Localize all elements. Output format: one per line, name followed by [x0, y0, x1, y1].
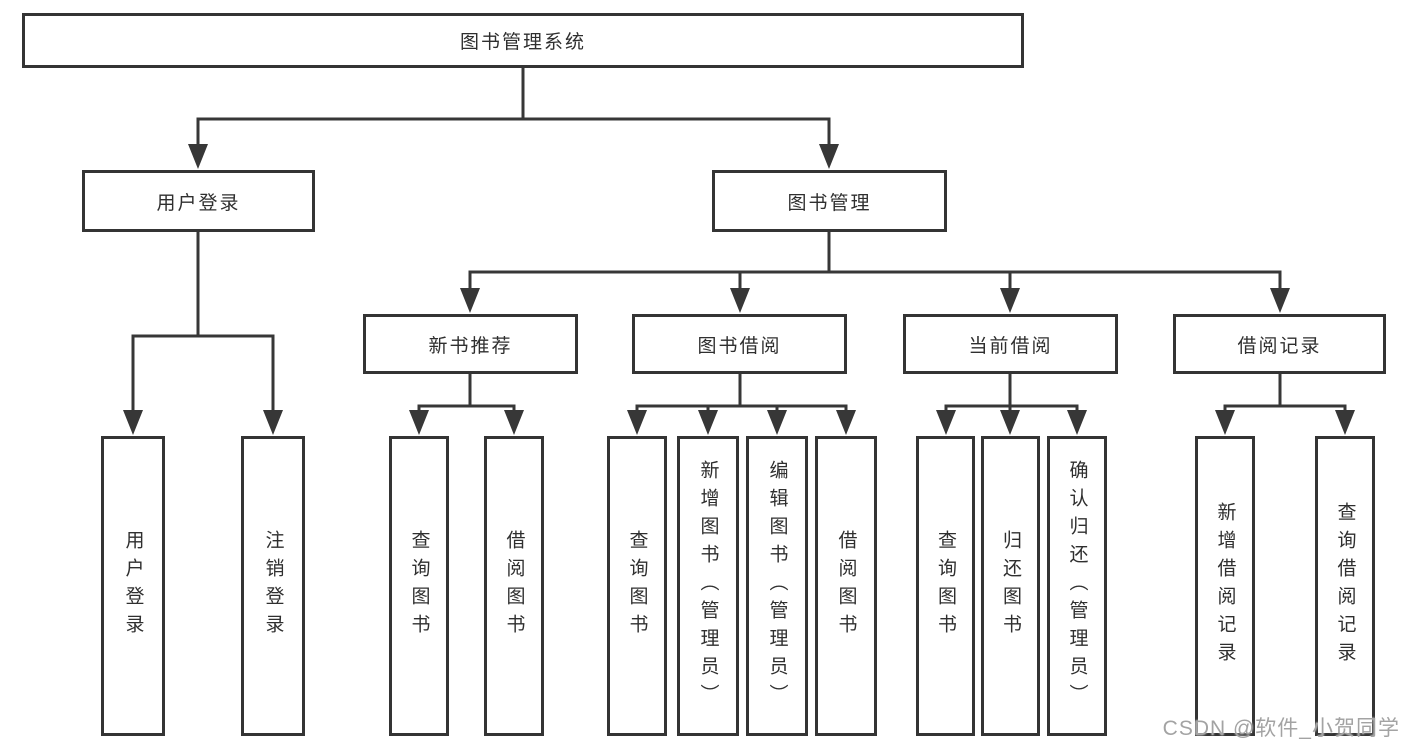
- node-new-book-recommend: 新书推荐: [363, 314, 578, 374]
- edge-current-borrow-to-leaves: [936, 374, 1087, 435]
- node-confirm-return-admin: 确认归还（管理员）: [1047, 436, 1107, 736]
- node-logout-leaf: 注销登录: [241, 436, 305, 736]
- edge-user-login-to-leaves: [123, 232, 283, 435]
- node-edit-book-admin: 编辑图书（管理员）: [746, 436, 808, 736]
- edge-new-book-to-leaves: [409, 374, 524, 435]
- node-book-management-branch: 图书管理: [712, 170, 947, 232]
- node-add-borrow-record: 新增借阅记录: [1195, 436, 1255, 736]
- node-current-borrowing: 当前借阅: [903, 314, 1118, 374]
- node-query-books-borrow: 查询图书: [607, 436, 667, 736]
- node-add-book-admin: 新增图书（管理员）: [677, 436, 739, 736]
- csdn-watermark: CSDN @软件_小贺同学: [1162, 717, 1400, 740]
- edge-book-borrow-to-leaves: [627, 374, 856, 435]
- node-library-management-system: 图书管理系统: [22, 13, 1024, 68]
- node-return-book: 归还图书: [981, 436, 1040, 736]
- node-borrow-books-leaf: 借阅图书: [815, 436, 877, 736]
- node-query-books-recommend: 查询图书: [389, 436, 449, 736]
- node-book-borrowing: 图书借阅: [632, 314, 847, 374]
- edge-root-to-branches: [188, 68, 839, 169]
- node-user-login-leaf: 用户登录: [101, 436, 165, 736]
- node-borrowing-records: 借阅记录: [1173, 314, 1386, 374]
- edge-book-mgmt-to-categories: [460, 232, 1290, 313]
- node-borrow-books-recommend: 借阅图书: [484, 436, 544, 736]
- node-query-borrow-record: 查询借阅记录: [1315, 436, 1375, 736]
- node-user-login-branch: 用户登录: [82, 170, 315, 232]
- node-query-books-current: 查询图书: [916, 436, 975, 736]
- edge-borrow-record-to-leaves: [1215, 374, 1355, 435]
